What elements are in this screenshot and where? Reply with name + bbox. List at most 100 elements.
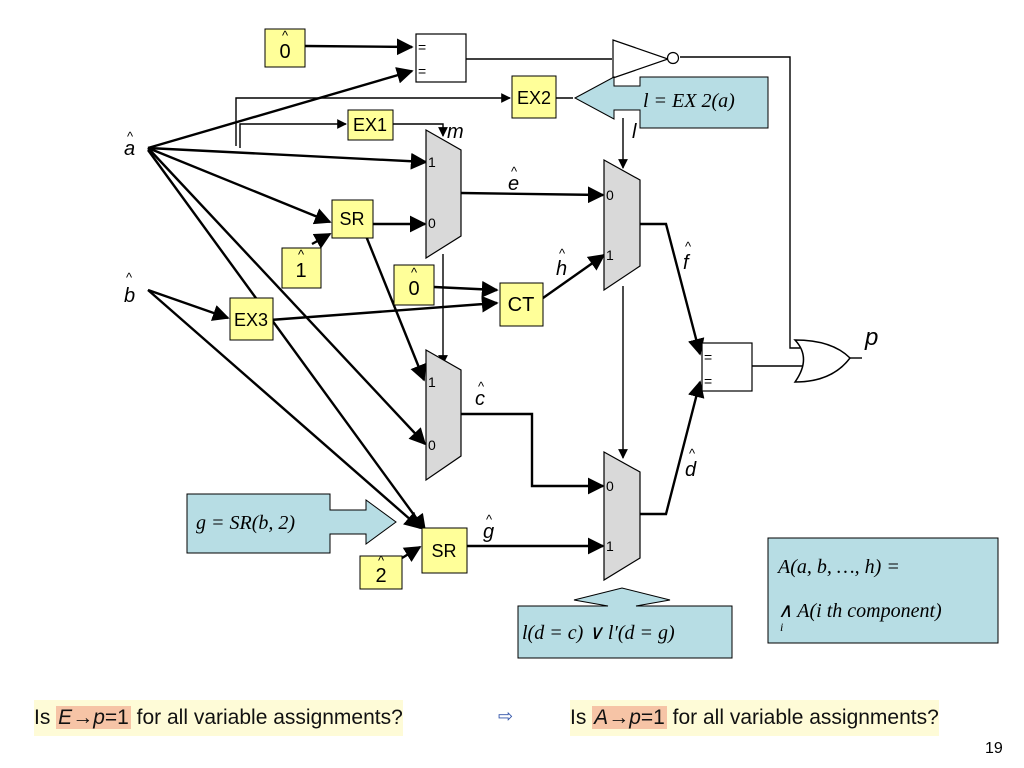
ex1-label: EX1	[353, 115, 387, 135]
svg-text:=: =	[418, 63, 426, 79]
hat-d: ^	[689, 446, 696, 461]
svg-text:=: =	[704, 373, 712, 389]
wire-a-ex2	[235, 93, 511, 146]
question-left-suffix: for all variable assignments?	[130, 706, 403, 729]
const-0-top	[264, 28, 306, 68]
mux-2	[425, 348, 462, 482]
question-right: Is A→p=1 for all variable assignments?	[570, 700, 939, 736]
input-b-label: b	[124, 285, 135, 307]
ex2-block	[511, 75, 557, 119]
const-1-label: 1	[295, 260, 306, 282]
wire-const2-sr2	[401, 545, 422, 563]
sr1-block	[331, 199, 374, 239]
ct-label: CT	[508, 294, 535, 316]
wire-ex3-ct	[269, 295, 499, 322]
ex3-label: EX3	[234, 310, 268, 330]
signal-f-label: f	[683, 252, 691, 274]
sr1-label: SR	[339, 209, 364, 229]
mux4-port-0: 0	[606, 478, 614, 494]
hat-c: ^	[478, 379, 485, 394]
question-right-eq: =1	[640, 706, 665, 729]
or-gate	[793, 339, 851, 383]
signal-c-label: c	[475, 388, 485, 410]
page-number: 19	[985, 740, 1003, 757]
wire-f	[640, 222, 705, 356]
svg-text:=: =	[704, 349, 712, 365]
question-left-p: p	[93, 706, 105, 729]
callout-l-definition-bg	[573, 76, 769, 129]
const-1	[281, 247, 322, 289]
comparator-bottom: = =	[701, 342, 753, 392]
wire-a-comparator	[147, 67, 414, 150]
question-right-arrow: →	[608, 706, 630, 729]
wire-a-ex1	[239, 119, 347, 148]
const-2-label: 2	[375, 565, 386, 587]
ex2-label: EX2	[517, 88, 551, 108]
mux-4	[603, 450, 641, 582]
callout-g-definition-bg	[186, 493, 397, 554]
wire-b-ex3	[147, 288, 230, 321]
hat-const0-mid: ^	[411, 265, 418, 280]
hat-b: ^	[126, 270, 133, 285]
signal-g-label: g	[483, 521, 494, 543]
wire-const1-sr1	[311, 232, 332, 249]
mux-3	[603, 158, 641, 292]
ex3-block	[229, 297, 274, 341]
callout-d-definition: l(d = c) ∨ l′(d = g)	[522, 622, 675, 644]
output-p-label: p	[864, 324, 878, 351]
const-0-mid	[393, 264, 435, 306]
question-right-p: p	[629, 706, 641, 729]
sr2-block	[421, 527, 468, 574]
callout-g-definition: g = SR(b, 2)	[196, 512, 296, 534]
mux3-port-1: 1	[606, 247, 614, 263]
question-left-arrow: →	[72, 706, 94, 729]
comparator-top: = =	[415, 33, 467, 83]
callout-l-definition: l = EX 2(a)	[643, 90, 735, 112]
signal-m-label: m	[447, 121, 464, 143]
question-right-suffix: for all variable assignments?	[666, 706, 939, 729]
wire-const0-comparator	[304, 38, 414, 56]
wire-h	[542, 254, 606, 299]
callout-a-definition-line1: A(a, b, …, h) =	[778, 556, 900, 578]
question-right-prefix: Is	[570, 706, 593, 729]
const-0-top-label: 0	[279, 41, 290, 63]
hat-const1: ^	[298, 247, 305, 262]
hat-h: ^	[559, 246, 566, 261]
callout-d-definition-bg	[517, 587, 733, 659]
question-left-prefix: Is	[34, 706, 57, 729]
inverter	[612, 39, 680, 79]
signal-d-label: d	[685, 459, 697, 481]
sr2-label: SR	[431, 541, 456, 561]
callout-a-definition-bg	[767, 537, 999, 644]
mux2-port-0: 0	[428, 437, 436, 453]
signal-h-label: h	[556, 258, 567, 280]
wire-a-mux1-in1	[147, 146, 428, 170]
wire-e	[460, 186, 605, 204]
hat-f: ^	[685, 239, 692, 254]
ct-block	[499, 282, 544, 327]
hat-g: ^	[486, 512, 493, 527]
question-right-A: A	[594, 706, 609, 729]
wire-m	[393, 123, 448, 137]
question-left-highlight: E→p=1	[56, 706, 131, 729]
hat-const2: ^	[378, 553, 385, 568]
mux2-port-1: 1	[428, 374, 436, 390]
wire-a-sr2	[147, 149, 426, 532]
implies-icon: ⇨	[498, 706, 514, 726]
hat-a: ^	[127, 129, 134, 144]
signal-e-label: e	[508, 173, 519, 195]
input-a-label: a	[124, 138, 135, 160]
question-left: Is E→p=1 for all variable assignments?	[34, 700, 403, 736]
svg-text:=: =	[418, 39, 426, 55]
question-left-eq: =1	[104, 706, 129, 729]
question-right-highlight: A→p=1	[592, 706, 667, 729]
ex1-block	[347, 109, 394, 141]
callout-a-definition-line2: ∧ A(i th component)	[778, 600, 942, 622]
wire-const0-ct	[433, 280, 499, 298]
mux-1	[425, 128, 462, 260]
wire-a-sr1	[147, 146, 332, 225]
const-0-mid-label: 0	[408, 278, 419, 300]
const-2	[359, 555, 403, 590]
